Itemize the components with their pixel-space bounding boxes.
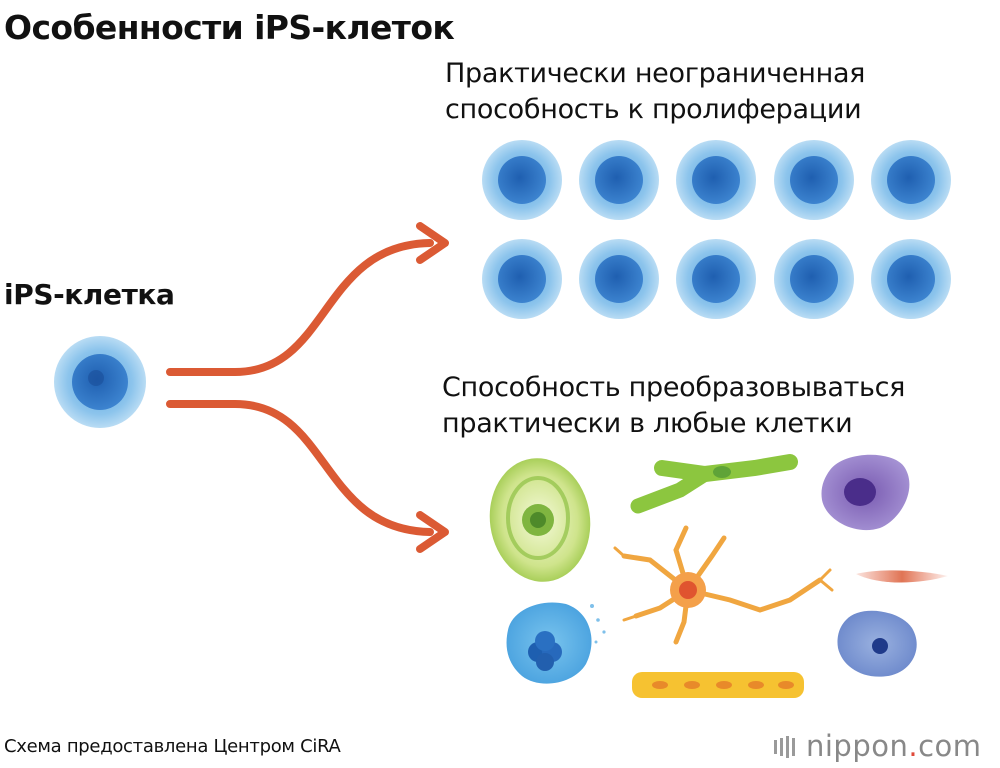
ips-cell bbox=[54, 336, 146, 428]
proliferated-cell bbox=[579, 140, 659, 220]
differentiation-label: Способность преобразовываться практическ… bbox=[442, 370, 905, 442]
differentiation-label-line1: Способность преобразовываться bbox=[442, 372, 906, 403]
ips-cell-label: iPS-клетка bbox=[4, 278, 175, 311]
differentiation-label-line2: практически в любые клетки bbox=[442, 408, 853, 439]
red-streak-cell bbox=[856, 570, 948, 583]
proliferated-cell bbox=[676, 239, 756, 319]
logo-dot: . bbox=[908, 729, 919, 763]
proliferated-cell bbox=[482, 140, 562, 220]
proliferation-label-line2: способность к пролиферации bbox=[445, 94, 862, 125]
proliferated-cell bbox=[676, 140, 756, 220]
proliferation-label: Практически неограниченная способность к… bbox=[445, 56, 865, 128]
proliferated-cells-grid bbox=[482, 140, 951, 319]
neuron-cell bbox=[613, 525, 834, 645]
logo-tld: com bbox=[918, 729, 982, 763]
diagram-title: Особенности iPS-клеток bbox=[4, 8, 455, 47]
proliferated-cell bbox=[579, 239, 659, 319]
nippon-bars-icon bbox=[774, 736, 795, 758]
credit-text: Схема предоставлена Центром CiRA bbox=[4, 736, 341, 757]
proliferated-cell bbox=[774, 140, 854, 220]
nippon-logo: nippon.com bbox=[774, 728, 982, 764]
yellow-fiber-cell bbox=[632, 672, 804, 698]
green-cell bbox=[489, 458, 591, 582]
proliferation-label-line1: Практически неограниченная bbox=[445, 58, 866, 89]
proliferated-cell bbox=[482, 239, 562, 319]
cyan-cell bbox=[506, 602, 606, 684]
arrow-to-proliferation bbox=[166, 222, 449, 376]
nippon-logo-text: nippon.com bbox=[806, 729, 982, 763]
purple-cell bbox=[821, 454, 910, 531]
arrow-to-differentiation bbox=[166, 400, 449, 553]
blue-flat-cell bbox=[837, 610, 917, 677]
differentiated-cells bbox=[489, 454, 948, 698]
proliferated-cell bbox=[774, 239, 854, 319]
logo-name: nippon bbox=[806, 729, 909, 763]
proliferated-cell bbox=[871, 239, 951, 319]
proliferated-cell bbox=[871, 140, 951, 220]
green-fiber-cell bbox=[630, 454, 798, 514]
